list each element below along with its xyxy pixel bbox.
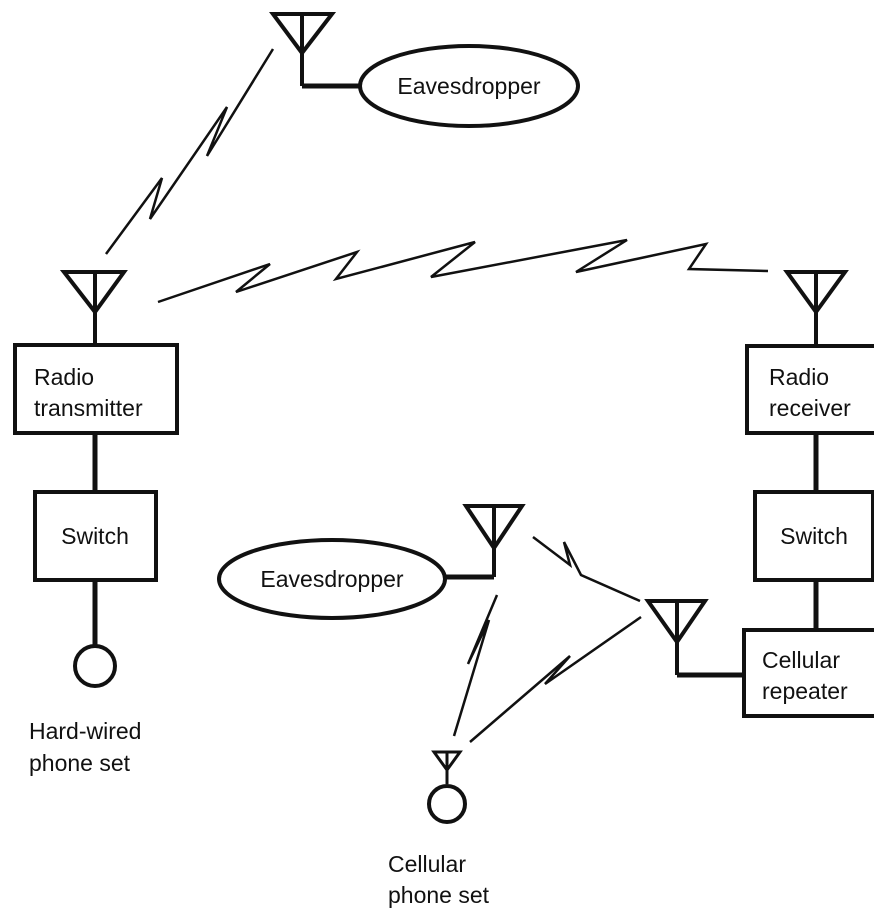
radio-link-transmitter-eavesdropper [104, 48, 275, 255]
eavesdropper-top [358, 44, 580, 128]
eavesdropper-bottom [217, 538, 447, 620]
receiver-antenna-icon [783, 270, 849, 346]
radio-transmitter-label-line2: transmitter [34, 395, 143, 421]
eavesdropper-top-antenna-icon [269, 12, 360, 89]
eavesdropper-bottom-label: Eavesdropper [260, 566, 404, 592]
switch-right-label: Switch [780, 523, 848, 549]
radio-receiver-box [745, 344, 874, 435]
transmitter-antenna-icon [59, 270, 128, 345]
cellular-phone-antenna-icon [431, 750, 463, 784]
hard-wired-phone-icon [73, 644, 117, 688]
hard-wired-phone-label-line1: Hard-wired [29, 718, 141, 744]
radio-receiver-label-line2: receiver [769, 395, 851, 421]
eavesdropper-top-label: Eavesdropper [397, 73, 541, 99]
cellular-repeater-label-line2: repeater [762, 678, 848, 704]
cellular-phone-label-line1: Cellular [388, 851, 466, 877]
switch-left-label: Switch [61, 523, 129, 549]
radio-transmitter-label-line1: Radio [34, 364, 94, 390]
radio-link-eavesdropper-cellphone [452, 594, 499, 737]
eavesdropper-bottom-antenna-icon [446, 504, 526, 580]
radio-link-transmitter-receiver [157, 238, 769, 304]
radio-receiver-label-line1: Radio [769, 364, 829, 390]
radio-link-repeater-cellphone [469, 615, 642, 743]
radio-link-eavesdropper-repeater [532, 536, 641, 603]
hard-wired-phone-label-line2: phone set [29, 750, 131, 776]
repeater-antenna-icon [644, 599, 744, 678]
cellular-repeater-label-line1: Cellular [762, 647, 840, 673]
cellular-phone-label-line2: phone set [388, 882, 490, 908]
cellular-phone-icon [427, 784, 467, 824]
